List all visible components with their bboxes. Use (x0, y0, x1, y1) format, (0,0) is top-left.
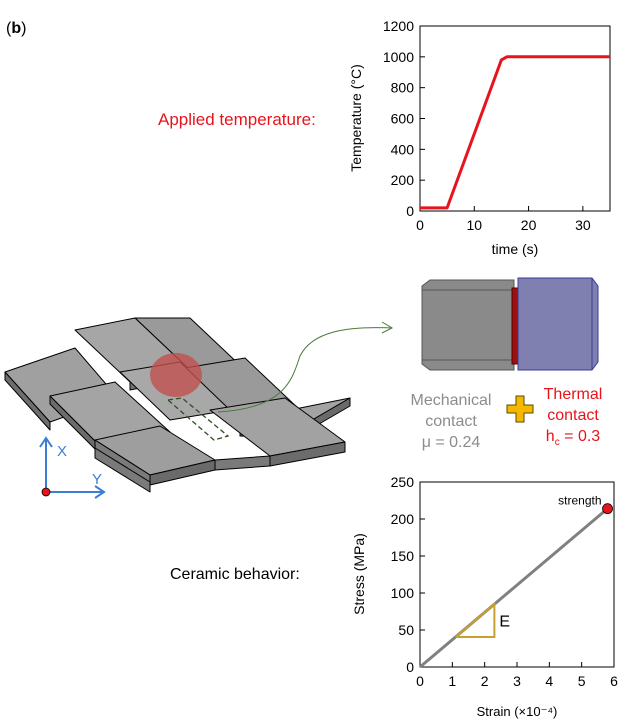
temp-ylabel: Temperature (°C) (348, 64, 364, 172)
stress-ytick-label: 100 (391, 585, 415, 601)
temp-ytick-label: 800 (391, 80, 415, 96)
connector-curve (217, 327, 393, 413)
temperature-chart: 0 10 20 30 0 200 400 600 800 1000 1200 time (s) Te… (348, 18, 611, 257)
temp-xtick-label: 10 (466, 217, 482, 233)
slope-triangle (454, 602, 496, 638)
coordinate-axes-icon: X Y (39, 436, 106, 499)
panel-label: (b) (6, 20, 27, 37)
heated-zone (150, 353, 202, 397)
stress-plot-frame (419, 481, 615, 668)
stress-xtick-label: 6 (610, 673, 618, 689)
stress-ytick-label: 200 (391, 511, 415, 527)
temp-xtick-label: 0 (416, 217, 424, 233)
stress-xlabel: Strain (×10⁻⁴) (477, 704, 558, 719)
strength-label: strength (558, 494, 601, 508)
temp-plot-frame (419, 25, 611, 212)
stress-ylabel: Stress (MPa) (351, 533, 367, 615)
mechanical-contact-line2: contact (425, 413, 477, 430)
woven-tiles-illustration (4, 317, 394, 493)
temp-xtick-label: 30 (575, 217, 591, 233)
temp-ytick-label: 600 (391, 111, 415, 127)
stress-strain-chart: 0 1 2 3 4 5 6 0 50 100 150 200 250 E strength Strain… (351, 474, 618, 719)
thermal-contact-label: Thermal contact hc = 0.3 (530, 384, 616, 453)
applied-temperature-label: Applied temperature: (158, 110, 316, 129)
origin-dot (41, 487, 51, 497)
stress-series-line (419, 507, 609, 669)
thermal-block (517, 277, 599, 371)
temp-ytick-label: 0 (406, 203, 414, 219)
thermal-contact-line1: Thermal (543, 386, 603, 403)
stress-ytick-label: 0 (406, 659, 414, 675)
stress-xtick-label: 4 (545, 673, 553, 689)
stress-xtick-label: 5 (578, 673, 586, 689)
y-axis-label: Y (92, 471, 102, 488)
stress-ytick-label: 50 (398, 622, 414, 638)
x-arrowhead (39, 436, 53, 448)
mechanical-block (421, 279, 515, 371)
stress-xtick-label: 0 (416, 673, 424, 689)
temp-ytick-label: 200 (391, 172, 415, 188)
contact-blocks (421, 277, 599, 371)
mechanical-contact-line3: μ = 0.24 (421, 434, 481, 451)
temp-series-line (420, 55, 610, 210)
x-axis-label: X (57, 443, 67, 460)
temp-ytick-label: 1200 (383, 18, 414, 34)
stress-ytick-label: 250 (391, 474, 415, 490)
stress-xtick-label: 2 (481, 673, 489, 689)
plus-icon (506, 395, 534, 423)
y-arrowhead (94, 485, 106, 499)
stress-xtick-label: 1 (448, 673, 456, 689)
thermal-contact-line2: contact (547, 407, 599, 424)
temp-ytick-label: 1000 (383, 49, 414, 65)
thermal-contact-line3: hc = 0.3 (545, 428, 601, 449)
strength-marker (602, 503, 613, 515)
stress-xtick-label: 3 (513, 673, 521, 689)
temp-ytick-label: 400 (391, 141, 415, 157)
temp-xtick-label: 20 (521, 217, 537, 233)
temp-xlabel: time (s) (492, 241, 539, 257)
ceramic-behavior-label: Ceramic behavior: (170, 566, 300, 583)
stress-ytick-label: 150 (391, 548, 415, 564)
contact-region-outline (166, 397, 230, 441)
mechanical-contact-line1: Mechanical (410, 392, 492, 409)
slope-label: E (499, 614, 510, 631)
connector-arrowhead (381, 321, 394, 334)
mechanical-contact-label: Mechanical contact μ = 0.24 (396, 390, 506, 453)
